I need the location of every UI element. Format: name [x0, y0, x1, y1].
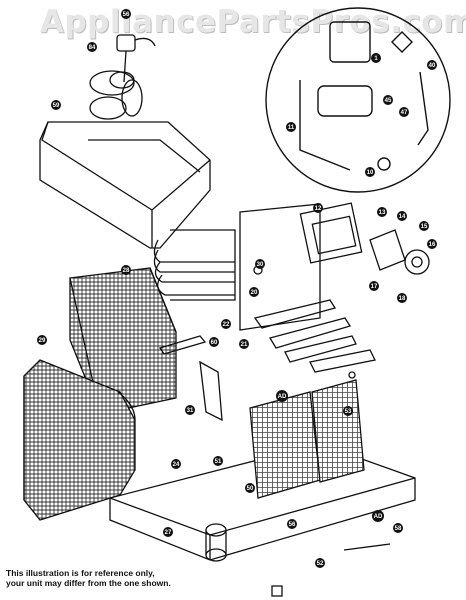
- svg-text:10: 10: [367, 170, 374, 176]
- callout-47: 47: [399, 107, 409, 117]
- svg-text:21: 21: [241, 342, 248, 348]
- callout-27: 27: [163, 527, 173, 537]
- reference-note-line-2: your unit may differ from the one shown.: [6, 578, 171, 588]
- callout-ad-2: AD: [372, 510, 384, 522]
- callout-30: 30: [255, 259, 265, 269]
- burner-manifold: [253, 299, 376, 373]
- outdoor-coil: [23, 359, 136, 521]
- callout-1: 1: [371, 53, 381, 63]
- callout-22: 22: [221, 319, 231, 329]
- svg-text:84: 84: [89, 45, 96, 51]
- fan-blade-group: [89, 34, 156, 120]
- callout-16: 16: [427, 239, 437, 249]
- callout-50: 50: [245, 483, 255, 493]
- callouts: 56 84 59 1 11 40 45 47 10 13 12 14 15 16…: [37, 9, 437, 568]
- heat-exchanger: [153, 203, 321, 331]
- svg-text:20: 20: [251, 290, 258, 296]
- svg-text:52: 52: [317, 561, 324, 567]
- svg-text:60: 60: [211, 340, 218, 346]
- callout-18: 18: [397, 293, 407, 303]
- svg-text:17: 17: [371, 284, 378, 290]
- svg-text:40: 40: [429, 63, 436, 69]
- callout-13: 13: [377, 207, 387, 217]
- svg-text:27: 27: [165, 530, 172, 536]
- callout-56: 56: [121, 9, 131, 19]
- svg-text:22: 22: [223, 322, 230, 328]
- svg-text:59: 59: [53, 103, 60, 109]
- svg-text:24: 24: [173, 462, 180, 468]
- watermark: AppliancePartsPros.com: [40, 4, 466, 40]
- callout-10: 10: [365, 167, 375, 177]
- gas-valve-detail: [265, 7, 451, 193]
- callout-14: 14: [397, 211, 407, 221]
- callout-11: 11: [286, 122, 296, 132]
- svg-text:18: 18: [399, 296, 406, 302]
- callout-29: 29: [37, 335, 47, 345]
- callout-52: 52: [315, 558, 325, 568]
- reference-note: This illustration is for reference only,…: [6, 568, 266, 588]
- callout-24: 24: [171, 459, 181, 469]
- svg-text:56: 56: [123, 12, 130, 18]
- svg-text:53: 53: [345, 409, 352, 415]
- burner-assembly: [299, 202, 430, 275]
- callout-58: 58: [393, 523, 403, 533]
- top-cover: [39, 121, 211, 249]
- callout-ad-1: AD: [276, 390, 288, 402]
- reference-note-line-1: This illustration is for reference only,: [6, 568, 155, 578]
- svg-text:31: 31: [187, 408, 194, 414]
- svg-text:45: 45: [385, 98, 392, 104]
- callout-56-b: 56: [287, 519, 297, 529]
- callout-17: 17: [369, 281, 379, 291]
- compressor-part: [205, 523, 227, 562]
- svg-text:15: 15: [421, 224, 428, 230]
- svg-text:12: 12: [315, 206, 322, 212]
- svg-text:28: 28: [123, 268, 130, 274]
- callout-20: 20: [249, 287, 259, 297]
- callout-53: 53: [343, 406, 353, 416]
- svg-text:30: 30: [257, 262, 264, 268]
- callout-12: 12: [313, 203, 323, 213]
- svg-text:51: 51: [215, 459, 222, 465]
- callout-84: 84: [87, 42, 97, 52]
- svg-text:16: 16: [429, 242, 436, 248]
- svg-text:29: 29: [39, 338, 46, 344]
- callout-59: 59: [51, 100, 61, 110]
- callout-40: 40: [427, 60, 437, 70]
- svg-text:11: 11: [288, 125, 295, 131]
- filter-panels: [249, 379, 365, 499]
- svg-text:13: 13: [379, 210, 386, 216]
- callout-15: 15: [419, 221, 429, 231]
- svg-text:47: 47: [401, 110, 408, 116]
- callout-31: 31: [185, 405, 195, 415]
- svg-text:AD: AD: [374, 514, 383, 520]
- svg-text:50: 50: [247, 486, 254, 492]
- callout-28: 28: [121, 265, 131, 275]
- callout-21: 21: [239, 339, 249, 349]
- callout-51: 51: [213, 456, 223, 466]
- callout-60: 60: [209, 337, 219, 347]
- callout-45: 45: [383, 95, 393, 105]
- svg-text:56: 56: [289, 522, 296, 528]
- svg-text:AD: AD: [278, 394, 287, 400]
- svg-text:58: 58: [395, 526, 402, 532]
- svg-text:14: 14: [399, 214, 406, 220]
- svg-text:1: 1: [374, 56, 378, 62]
- indoor-coil: [69, 267, 177, 415]
